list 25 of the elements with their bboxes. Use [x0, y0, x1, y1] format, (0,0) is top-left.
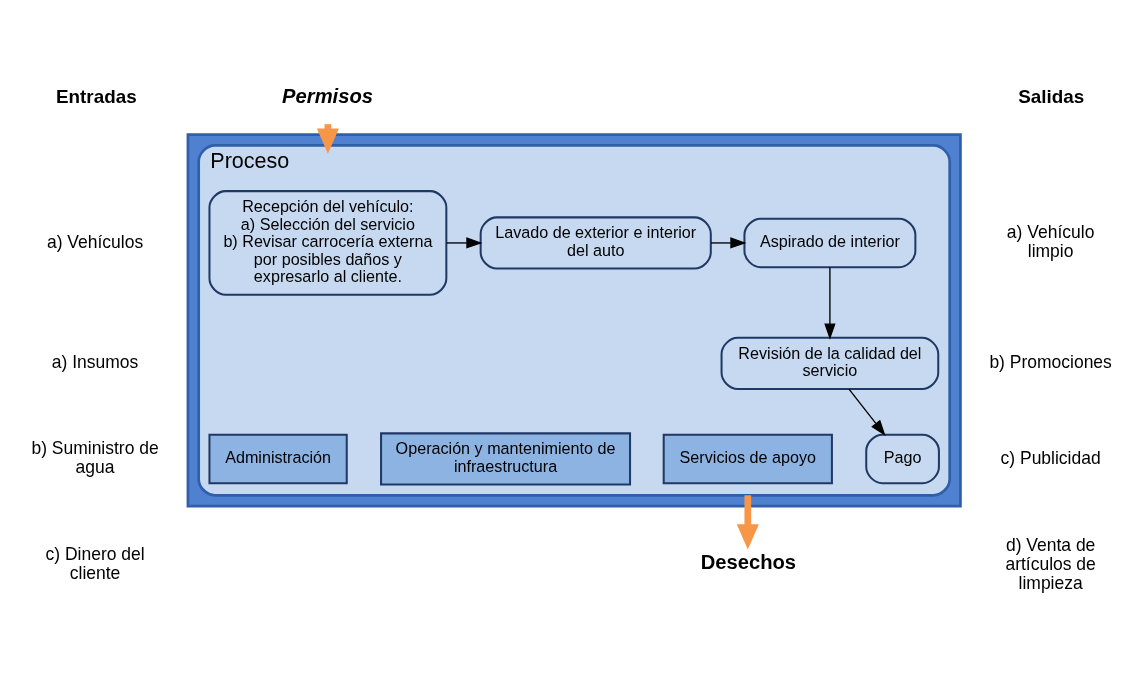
node-box: Servicios de apoyo: [662, 433, 833, 485]
label: Salidas: [1018, 86, 1085, 108]
node-box: Lavado de exterior e interior del auto: [479, 216, 712, 270]
label: c) Dinero del cliente: [45, 544, 145, 584]
node-box: Recepción del vehículo: a) Selección del servicio b) Revisar carrocería externa por posibles daños y expresarlo al cliente.: [208, 190, 448, 296]
arrow: [710, 237, 747, 249]
node-box: Pago: [865, 433, 940, 485]
node-box: Administración: [208, 433, 348, 485]
label: c) Publicidad: [1000, 447, 1101, 468]
node-box: Aspirado de interior: [743, 217, 917, 269]
node-box: Operación y mantenimiento de infraestructura: [380, 432, 632, 486]
label: a) Vehículos: [46, 231, 144, 252]
label: d) Venta de artículos de limpieza: [1005, 535, 1096, 593]
arrow: [848, 388, 886, 436]
label: a) Insumos: [51, 351, 139, 372]
label: b) Promociones: [989, 351, 1112, 372]
node-box: Revisión de la calidad del servicio: [720, 336, 940, 390]
arrow: [736, 495, 759, 550]
node-text: Desechos: [700, 550, 797, 573]
arrow: [824, 266, 836, 340]
node-text: Permisos: [282, 84, 373, 107]
label: b) Suministro de agua: [31, 438, 159, 477]
label: a) Vehículo limpio: [1006, 222, 1095, 261]
arrow: [445, 237, 483, 249]
label: Entradas: [56, 86, 137, 108]
